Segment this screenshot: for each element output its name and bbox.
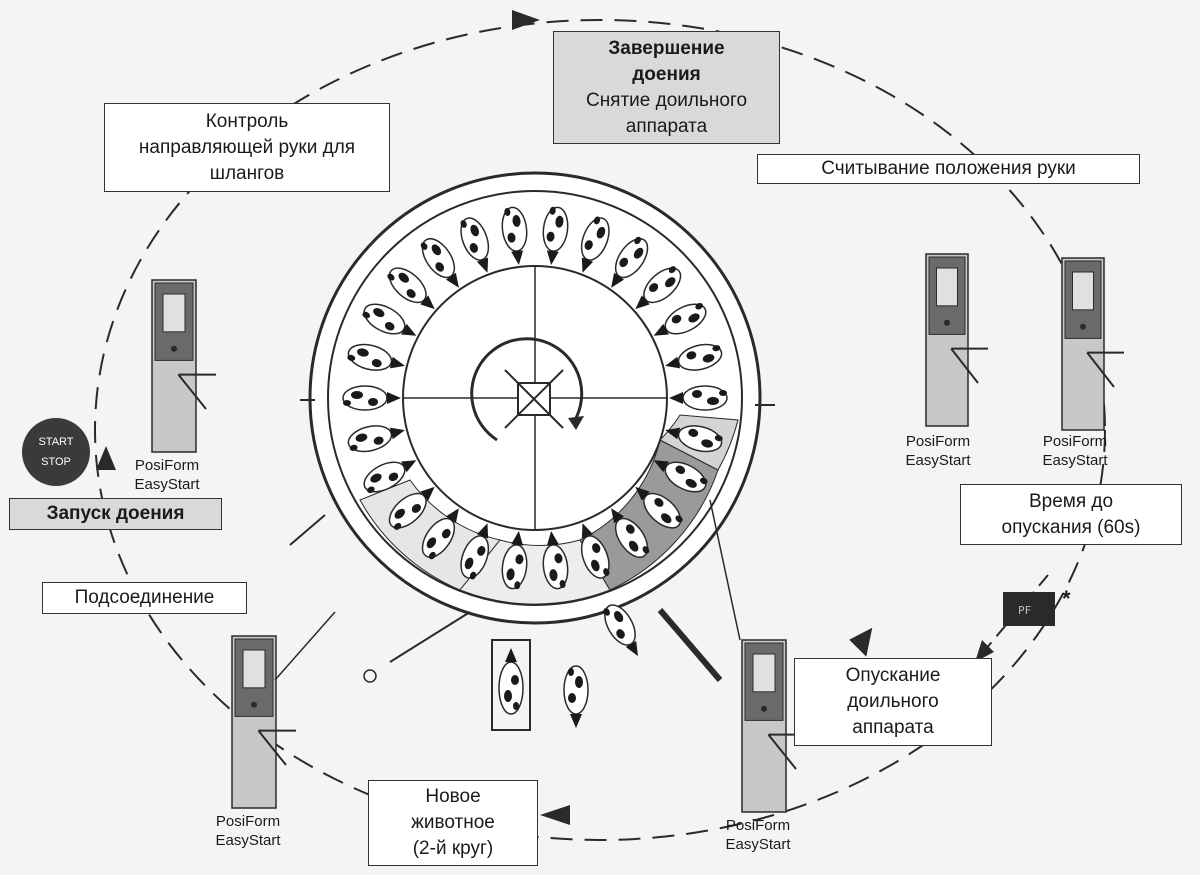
cow-icon [563,665,589,728]
device-label-line-2: EasyStart [1042,452,1108,469]
posiform-device-icon [1061,257,1124,431]
cow-icon [363,460,417,494]
lowering-line-1: Опускание [845,665,941,686]
cow-icon [580,216,610,273]
new-animal-box: Новое животное (2-й круг) [368,780,538,866]
end-milking-line-1: Снятие доильного [585,89,748,111]
svg-text:PF: PF [1018,604,1031,617]
cow-icon [420,237,459,288]
cycle-arrow-top [512,10,540,30]
posiform-device-icon [151,279,216,453]
cow-icon [611,508,650,559]
time-to-lower-line-2: опускания (60s) [1001,516,1141,538]
cow-icon [347,343,405,371]
cow-icon [460,523,490,580]
end-milking-title-2: доения [632,63,701,85]
cow-icon [653,460,708,493]
lowering-line-2: доильного [847,691,939,712]
device-label-line-2: EasyStart [905,452,971,469]
display-panel [1003,592,1055,626]
lowering-box: Опускание доильного аппарата [794,658,992,746]
cow-icon [501,531,528,590]
cow-icon [603,604,638,657]
start-label: START [38,436,74,448]
cow-icon [362,303,417,336]
guide-arm-box: Контроль направляющей руки для шлангов [104,103,390,192]
cow-icon [665,343,723,371]
cow-icon [347,425,405,453]
arm-position-label: Считывание положения руки [821,158,1076,179]
start-stop-button[interactable]: START STOP [22,418,90,486]
posiform-devices [151,253,1124,813]
cow-icon [342,385,401,411]
cycle-arrow-bottom [540,805,570,825]
posiform-device-icon [925,253,988,427]
cow-icon [580,523,610,579]
new-animal-line-1: Новое [425,786,481,807]
start-milking-label: Запуск доения [46,503,185,524]
device-label-bottom-left: PosiForm EasyStart [193,812,303,850]
cow-icon [388,486,435,530]
cow-icon [653,302,707,336]
end-milking-line-2: аппарата [625,115,708,137]
device-label-left: PosiForm EasyStart [112,456,222,494]
cow-icon [501,206,528,265]
hatched-zone-bottom [459,539,611,605]
connection-label: Подсоединение [74,587,215,608]
device-label-top-right-1: PosiForm EasyStart [883,432,993,470]
device-label-line-2: EasyStart [725,836,791,853]
guide-arm-line-1: Контроль [205,110,289,132]
rotation-arrow [470,337,584,442]
guide-arm-line-2: направляющей руки для [138,136,356,158]
posiform-device-icon [741,639,806,813]
guide-arm-line-3: шлангов [209,162,285,184]
end-milking-title-1: Завершение [608,37,725,59]
connection-box: Подсоединение [42,582,247,614]
device-label-line-1: PosiForm [134,457,200,474]
posiform-device-icon [231,635,296,809]
cow-icon [542,531,569,590]
device-label-line-1: PosiForm [1042,433,1108,450]
cow-icon [635,486,683,529]
cow-icon [498,648,524,715]
lowering-line-3: аппарата [852,717,934,738]
device-label-bottom-right: PosiForm EasyStart [703,816,813,854]
cow-icon [387,267,435,310]
cow-icon [669,385,728,411]
start-milking-box: Запуск доения [9,498,222,530]
cycle-arrow-left [96,446,116,470]
cow-icon [460,217,490,273]
cow-icon [665,425,723,453]
device-label-line-1: PosiForm [905,433,971,450]
cow-icon [421,508,459,560]
stop-label: STOP [41,456,71,468]
device-label-line-2: EasyStart [134,476,200,493]
asterisk-note: * [1062,586,1071,611]
entering-cows [498,604,638,728]
cow-icon [611,236,649,288]
device-label-top-right-2: PosiForm EasyStart [1020,432,1130,470]
process-cycle-path [94,19,1106,841]
connector-connection [274,611,336,681]
cow-stalls [342,206,728,590]
cow-icon [542,206,569,265]
arm-position-box: Считывание положения руки [757,154,1140,184]
lowering-arrow-head [975,640,994,662]
cycle-arrow-right [849,627,873,657]
time-to-lower-line-1: Время до [1028,490,1114,512]
cow-icon [635,266,682,310]
device-label-line-1: PosiForm [725,817,791,834]
end-milking-box: Завершение доения Снятие доильного аппар… [553,31,780,144]
time-to-lower-box: Время до опускания (60s) [960,484,1182,545]
new-animal-line-3: (2-й круг) [412,838,494,859]
device-label-line-1: PosiForm [215,813,281,830]
device-label-line-2: EasyStart [215,832,281,849]
connector-lowering [709,499,741,641]
new-animal-line-2: животное [411,812,495,833]
